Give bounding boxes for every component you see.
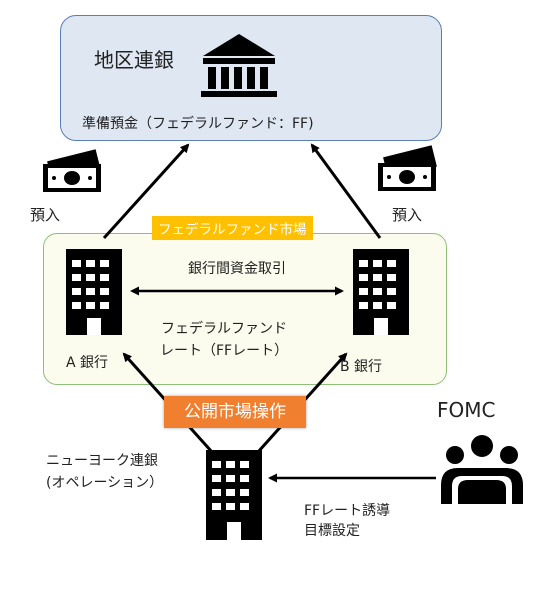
ff-market-label: フェデラルファンド市場 — [152, 216, 313, 240]
bank-b-label: B 銀行 — [340, 359, 383, 375]
arrow-bank-a-to-fed — [102, 143, 190, 240]
ff-rate-line1: フェデラルファンド — [161, 321, 288, 337]
open-market-operations-label: 公開市場操作 — [164, 396, 306, 428]
fed-title: 地区連銀 — [94, 48, 174, 72]
deposit-right-label: 預入 — [392, 206, 423, 224]
office-building-icon — [66, 249, 122, 335]
fomc-target-line1: FFレート誘導 — [304, 503, 391, 519]
bank-a-label: A 銀行 — [66, 355, 109, 371]
fomc-target-line2: 目標設定 — [304, 523, 360, 539]
office-building-icon — [353, 249, 409, 335]
people-group-icon — [441, 435, 523, 504]
interbank-label: 銀行間資金取引 — [188, 261, 286, 277]
ff-rate-line2: レート（FFレート） — [160, 343, 289, 359]
ny-fed-label-line1: ニューヨーク連銀 — [46, 453, 158, 469]
money-icon — [378, 145, 437, 191]
ny-fed-label-line2: (オペレーション） — [46, 475, 164, 491]
reserve-label: 準備預金（フェデラルファンド：FF) — [82, 116, 314, 132]
deposit-left-label: 預入 — [30, 206, 61, 224]
arrow-bank-b-to-fed — [310, 143, 382, 239]
fomc-title: FOMC — [437, 398, 496, 422]
office-building-icon — [206, 450, 262, 540]
money-icon — [43, 149, 101, 192]
ff-rate-label: フェデラルファンド レート（FFレート） — [160, 318, 288, 362]
bank-building-icon — [201, 34, 277, 97]
